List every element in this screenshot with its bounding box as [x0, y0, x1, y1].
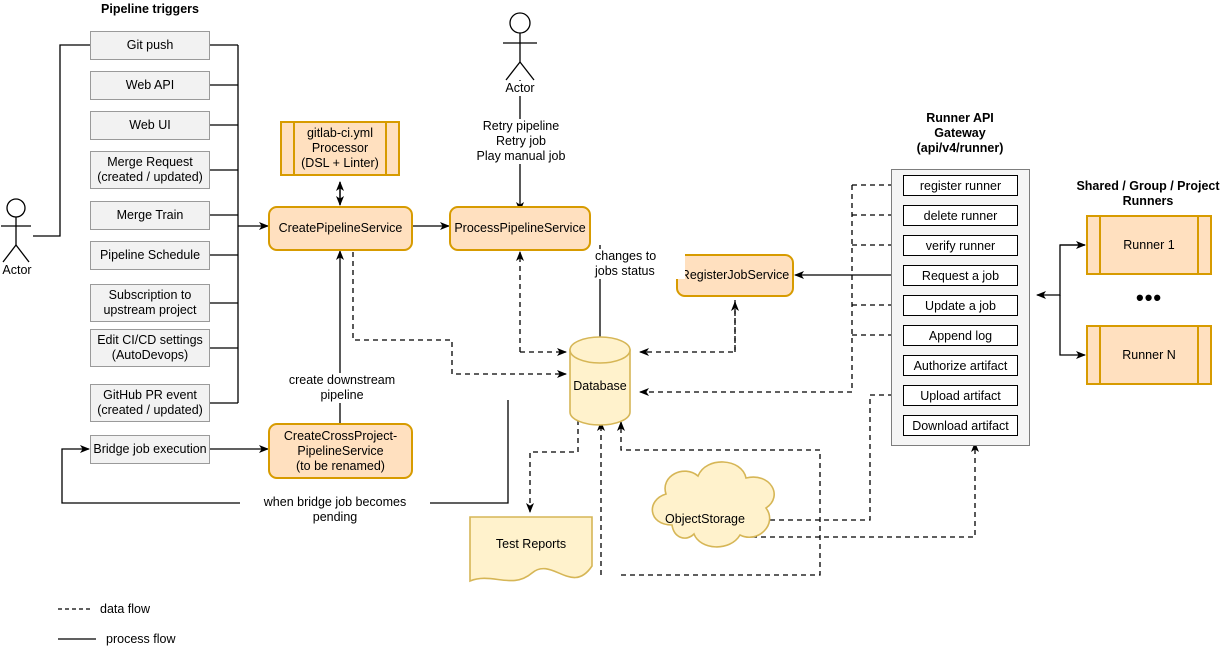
- api-append-log[interactable]: Append log: [903, 325, 1018, 346]
- actor-left-figure: [1, 198, 31, 263]
- pipeline-triggers-heading: Pipeline triggers: [101, 2, 199, 16]
- create-cross-project-pipeline-service[interactable]: CreateCrossProject- PipelineService (to …: [268, 423, 413, 479]
- retry-edge-label: Retry pipeline Retry job Play manual job: [462, 119, 580, 164]
- register-job-service[interactable]: RegisterJobService: [676, 254, 794, 297]
- trigger-merge-train[interactable]: Merge Train: [90, 201, 210, 230]
- trigger-bridge-job-execution[interactable]: Bridge job execution: [90, 435, 210, 464]
- actor-top-label: Actor: [493, 81, 547, 96]
- process-pipeline-service[interactable]: ProcessPipelineService: [449, 206, 591, 251]
- database-label: Database: [573, 379, 627, 393]
- gitlab-ci-yml-processor[interactable]: gitlab-ci.yml Processor (DSL + Linter): [280, 121, 400, 176]
- bridge-pending-label: when bridge job becomes pending: [240, 495, 430, 525]
- trigger-web-api[interactable]: Web API: [90, 71, 210, 100]
- runners-ellipsis: •••: [1136, 285, 1163, 310]
- runner-1[interactable]: Runner 1: [1086, 215, 1212, 275]
- object-storage-cloud: [651, 461, 775, 548]
- api-update-a-job[interactable]: Update a job: [903, 295, 1018, 316]
- api-delete-runner[interactable]: delete runner: [903, 205, 1018, 226]
- legend-process-flow-label: process flow: [106, 632, 176, 646]
- runner-n[interactable]: Runner N: [1086, 325, 1212, 385]
- test-reports-label: Test Reports: [495, 537, 567, 551]
- trigger-edit-cicd-settings[interactable]: Edit CI/CD settings (AutoDevops): [90, 329, 210, 367]
- create-downstream-pipeline-label: create downstream pipeline: [283, 373, 401, 403]
- actor-top-figure: [503, 12, 537, 81]
- api-request-a-job[interactable]: Request a job: [903, 265, 1018, 286]
- trigger-merge-request[interactable]: Merge Request (created / updated): [90, 151, 210, 189]
- trigger-subscription-upstream[interactable]: Subscription to upstream project: [90, 284, 210, 322]
- api-authorize-artifact[interactable]: Authorize artifact: [903, 355, 1018, 376]
- trigger-git-push[interactable]: Git push: [90, 31, 210, 60]
- api-verify-runner[interactable]: verify runner: [903, 235, 1018, 256]
- trigger-pipeline-schedule[interactable]: Pipeline Schedule: [90, 241, 210, 270]
- changes-to-jobs-status-label: changes to jobs status: [595, 249, 685, 279]
- api-download-artifact[interactable]: Download artifact: [903, 415, 1018, 436]
- runner-api-gateway-heading: Runner API Gateway (api/v4/runner): [916, 111, 1004, 155]
- create-pipeline-service[interactable]: CreatePipelineService: [268, 206, 413, 251]
- trigger-web-ui[interactable]: Web UI: [90, 111, 210, 140]
- api-upload-artifact[interactable]: Upload artifact: [903, 385, 1018, 406]
- actor-left-label: Actor: [2, 263, 32, 277]
- runners-heading: Shared / Group / Project Runners: [1076, 179, 1220, 208]
- api-register-runner[interactable]: register runner: [903, 175, 1018, 196]
- legend-data-flow-label: data flow: [100, 602, 151, 616]
- object-storage-label: ObjectStorage: [665, 512, 745, 526]
- trigger-github-pr-event[interactable]: GitHub PR event (created / updated): [90, 384, 210, 422]
